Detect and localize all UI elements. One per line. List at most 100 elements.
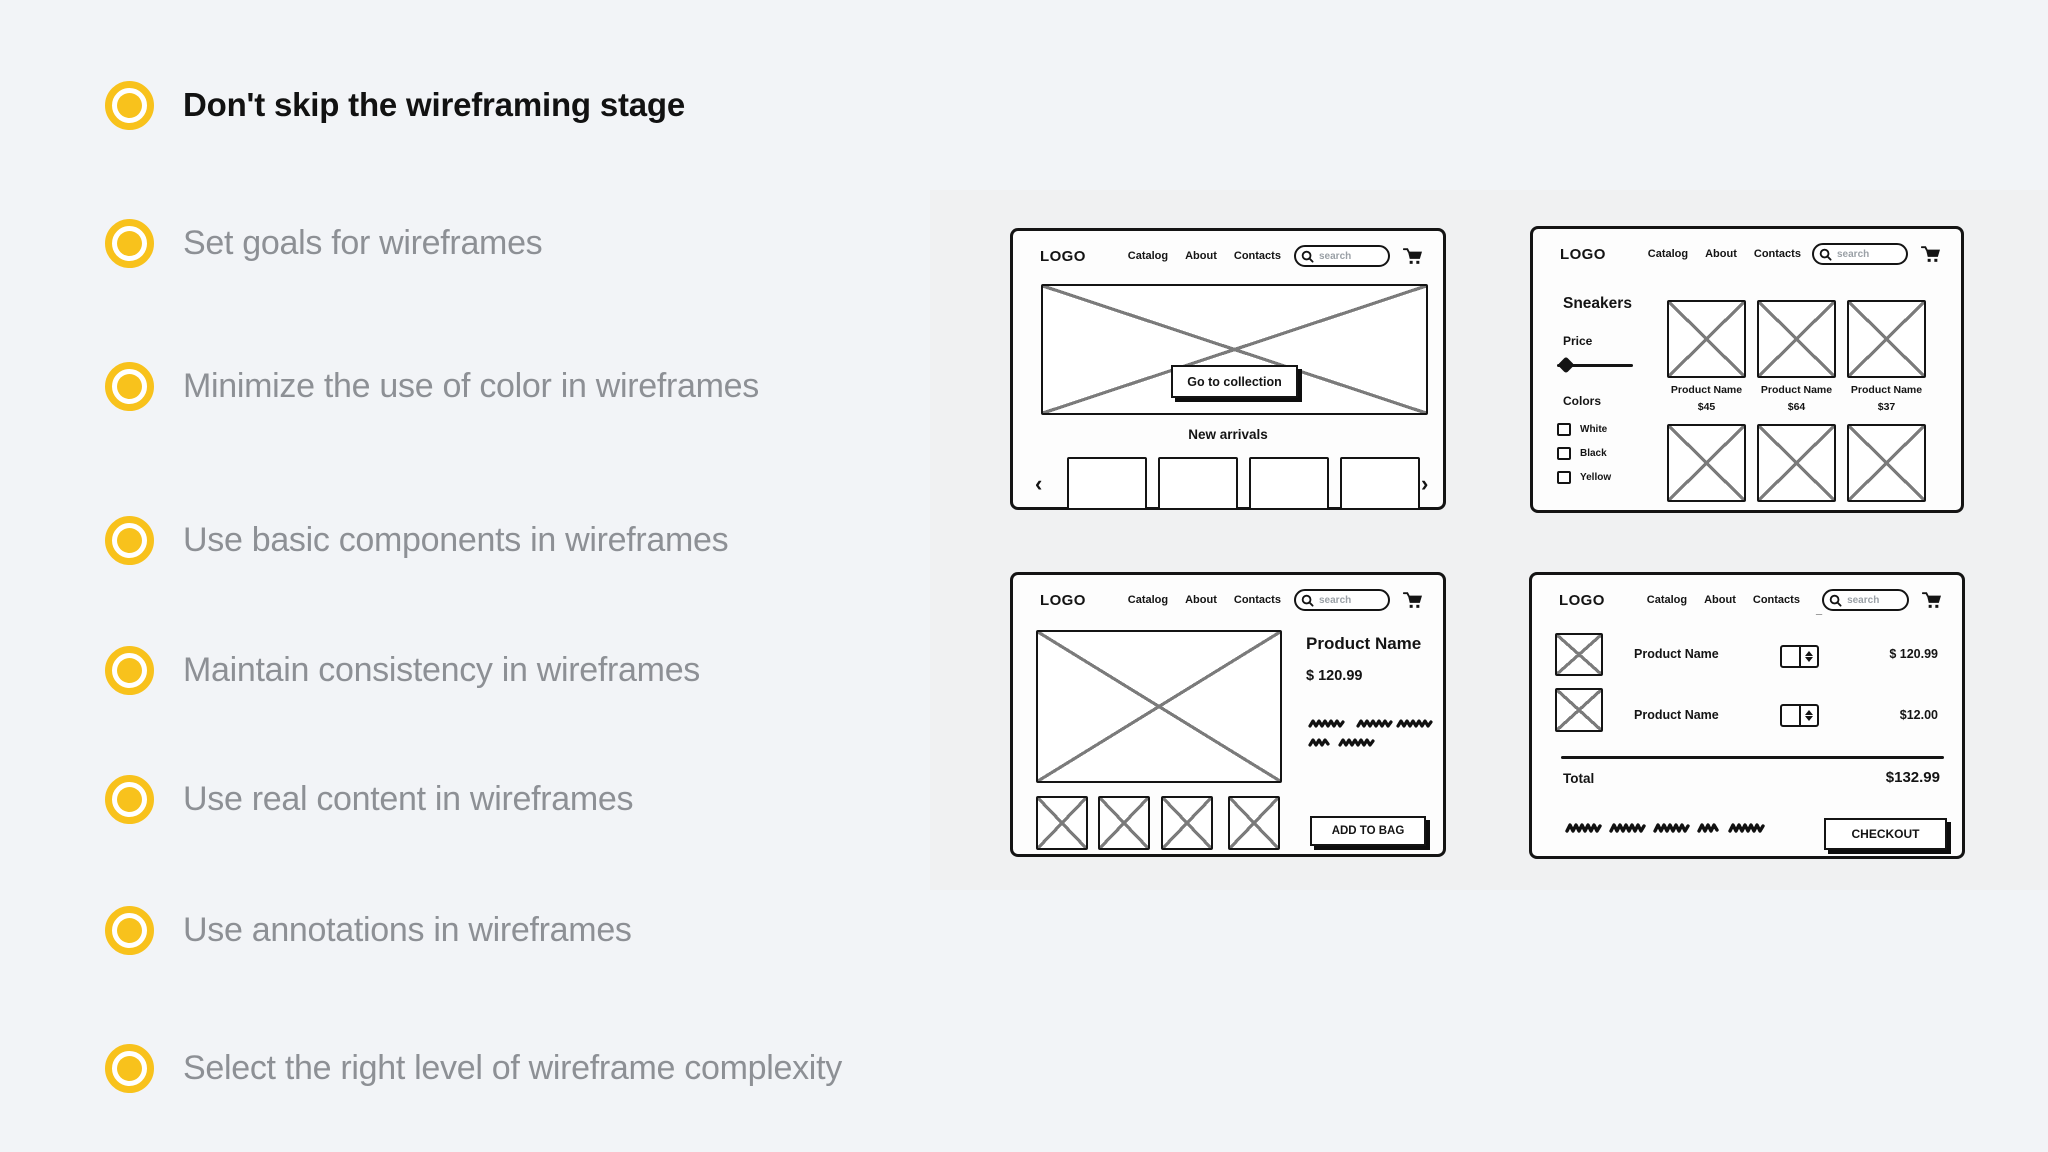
product-name: Product Name: [1760, 384, 1833, 396]
cart-item-name: Product Name: [1634, 647, 1719, 661]
stepper-arrows-icon[interactable]: [1798, 706, 1818, 725]
product-image-placeholder[interactable]: [1757, 300, 1836, 378]
search-input[interactable]: search: [1812, 243, 1908, 265]
placeholder-text-squiggle: [1565, 823, 1602, 833]
checklist-item[interactable]: Don't skip the wireframing stage: [105, 80, 685, 130]
cart-item-image-placeholder: [1555, 688, 1603, 732]
add-to-bag-button[interactable]: ADD TO BAG: [1310, 816, 1426, 846]
nav-item-contacts[interactable]: Contacts: [1233, 250, 1281, 262]
checklist-item-label: Don't skip the wireframing stage: [183, 86, 686, 123]
logo: LOGO: [1560, 245, 1606, 263]
product-main-image-placeholder: [1036, 630, 1282, 783]
checklist-item[interactable]: Use basic components in wireframes: [105, 515, 729, 565]
checklist-item[interactable]: Minimize the use of color in wireframes: [105, 361, 759, 411]
nav-item-catalog[interactable]: Catalog: [1127, 594, 1169, 606]
nav-item-contacts[interactable]: Contacts: [1753, 248, 1801, 260]
price-slider-handle[interactable]: [1557, 356, 1575, 374]
product-thumbnail-placeholder[interactable]: [1036, 796, 1088, 850]
product-image-placeholder[interactable]: [1757, 424, 1836, 502]
color-option: Black: [1557, 447, 1607, 460]
nav-item-catalog[interactable]: Catalog: [1647, 248, 1689, 260]
nav-item-about[interactable]: About: [1185, 594, 1217, 606]
product-price: $45: [1697, 401, 1716, 413]
carousel-item-placeholder: [1249, 457, 1329, 510]
product-name: Product Name: [1850, 384, 1923, 396]
placeholder-text-squiggle: [1356, 719, 1393, 728]
wireframe-header: LOGO Catalog About Contacts search: [1560, 240, 1941, 268]
search-input[interactable]: search: [1294, 245, 1390, 267]
cart-icon[interactable]: [1403, 247, 1423, 266]
price-slider[interactable]: [1557, 364, 1633, 367]
radio-bullet-icon: [105, 80, 154, 130]
placeholder-text-squiggle: [1728, 823, 1765, 833]
search-icon: [1829, 594, 1842, 607]
wireframe-header: LOGO Catalog About Contacts search: [1040, 242, 1423, 270]
placeholder-text-squiggle: [1697, 823, 1719, 833]
product-thumbnail-placeholder[interactable]: [1161, 796, 1213, 850]
quantity-value: [1782, 706, 1799, 725]
checkbox-yellow[interactable]: [1557, 471, 1571, 484]
checkbox-black[interactable]: [1557, 447, 1571, 460]
checklist-item[interactable]: Maintain consistency in wireframes: [105, 645, 700, 695]
product-price: $64: [1787, 401, 1806, 413]
placeholder-text-squiggle: [1396, 719, 1433, 728]
search-icon: [1301, 250, 1314, 263]
radio-bullet-icon: [105, 515, 154, 565]
cart-icon[interactable]: [1922, 591, 1942, 610]
checkbox-white[interactable]: [1557, 423, 1571, 436]
carousel-item-placeholder: [1158, 457, 1238, 510]
checklist-item[interactable]: Select the right level of wireframe comp…: [105, 1043, 842, 1093]
logo: LOGO: [1559, 591, 1605, 609]
cart-icon[interactable]: [1921, 245, 1941, 264]
color-option-label: Black: [1580, 448, 1607, 459]
nav-item-about[interactable]: About: [1185, 250, 1217, 262]
go-to-collection-button[interactable]: Go to collection: [1171, 365, 1298, 398]
product-price: $37: [1877, 401, 1896, 413]
wireframe-card-product: LOGO Catalog About Contacts search Produ…: [1010, 572, 1446, 857]
nav-item-contacts[interactable]: Contacts: [1752, 594, 1800, 606]
wireframe-card-catalog: LOGO Catalog About Contacts search Sneak…: [1530, 226, 1964, 513]
product-image-placeholder[interactable]: [1667, 300, 1746, 378]
product-image-placeholder[interactable]: [1847, 424, 1926, 502]
placeholder-text-squiggle: [1308, 738, 1330, 747]
carousel-next-icon[interactable]: ›: [1421, 471, 1429, 496]
nav-menu: Catalog About Contacts: [1648, 248, 1801, 260]
stepper-arrows-icon[interactable]: [1798, 647, 1818, 666]
checklist-item[interactable]: Set goals for wireframes: [105, 218, 543, 268]
checklist-item-label: Select the right level of wireframe comp…: [183, 1048, 842, 1087]
quantity-stepper[interactable]: [1780, 704, 1819, 727]
radio-bullet-icon: [105, 905, 154, 955]
color-option: Yellow: [1557, 471, 1611, 484]
nav-item-catalog[interactable]: Catalog: [1646, 594, 1688, 606]
product-thumbnail-placeholder[interactable]: [1228, 796, 1280, 850]
nav-item-about[interactable]: About: [1705, 248, 1737, 260]
checklist-item-label: Use annotations in wireframes: [183, 910, 632, 949]
search-input[interactable]: search: [1822, 589, 1909, 611]
carousel-item-placeholder: [1067, 457, 1147, 510]
nav-item-about[interactable]: About: [1704, 594, 1736, 606]
nav-item-contacts[interactable]: Contacts: [1233, 594, 1281, 606]
checklist-item-label: Maintain consistency in wireframes: [183, 650, 700, 689]
checklist-item[interactable]: Use annotations in wireframes: [105, 905, 632, 955]
quantity-stepper[interactable]: [1780, 645, 1819, 668]
search-placeholder: search: [1319, 594, 1352, 606]
cart-icon[interactable]: [1403, 591, 1423, 610]
product-thumbnail-placeholder[interactable]: [1098, 796, 1150, 850]
product-image-placeholder[interactable]: [1667, 424, 1746, 502]
checkout-button[interactable]: CHECKOUT: [1824, 818, 1947, 850]
logo: LOGO: [1040, 591, 1086, 609]
carousel-prev-icon[interactable]: ‹: [1035, 471, 1043, 496]
color-option-label: White: [1580, 424, 1608, 435]
checklist-item-label: Use real content in wireframes: [183, 779, 634, 818]
search-input[interactable]: search: [1294, 589, 1390, 611]
product-image-placeholder[interactable]: [1847, 300, 1926, 378]
placeholder-text-squiggle: [1308, 719, 1345, 728]
nav-item-catalog[interactable]: Catalog: [1127, 250, 1169, 262]
color-option-label: Yellow: [1580, 472, 1612, 483]
checklist-item-label: Use basic components in wireframes: [183, 520, 729, 559]
colors-filter-label: Colors: [1563, 394, 1602, 408]
category-title: Sneakers: [1563, 295, 1632, 312]
wireframe-card-cart: LOGO Catalog About Contacts _ search Pro…: [1529, 572, 1965, 859]
checklist-item[interactable]: Use real content in wireframes: [105, 774, 633, 824]
